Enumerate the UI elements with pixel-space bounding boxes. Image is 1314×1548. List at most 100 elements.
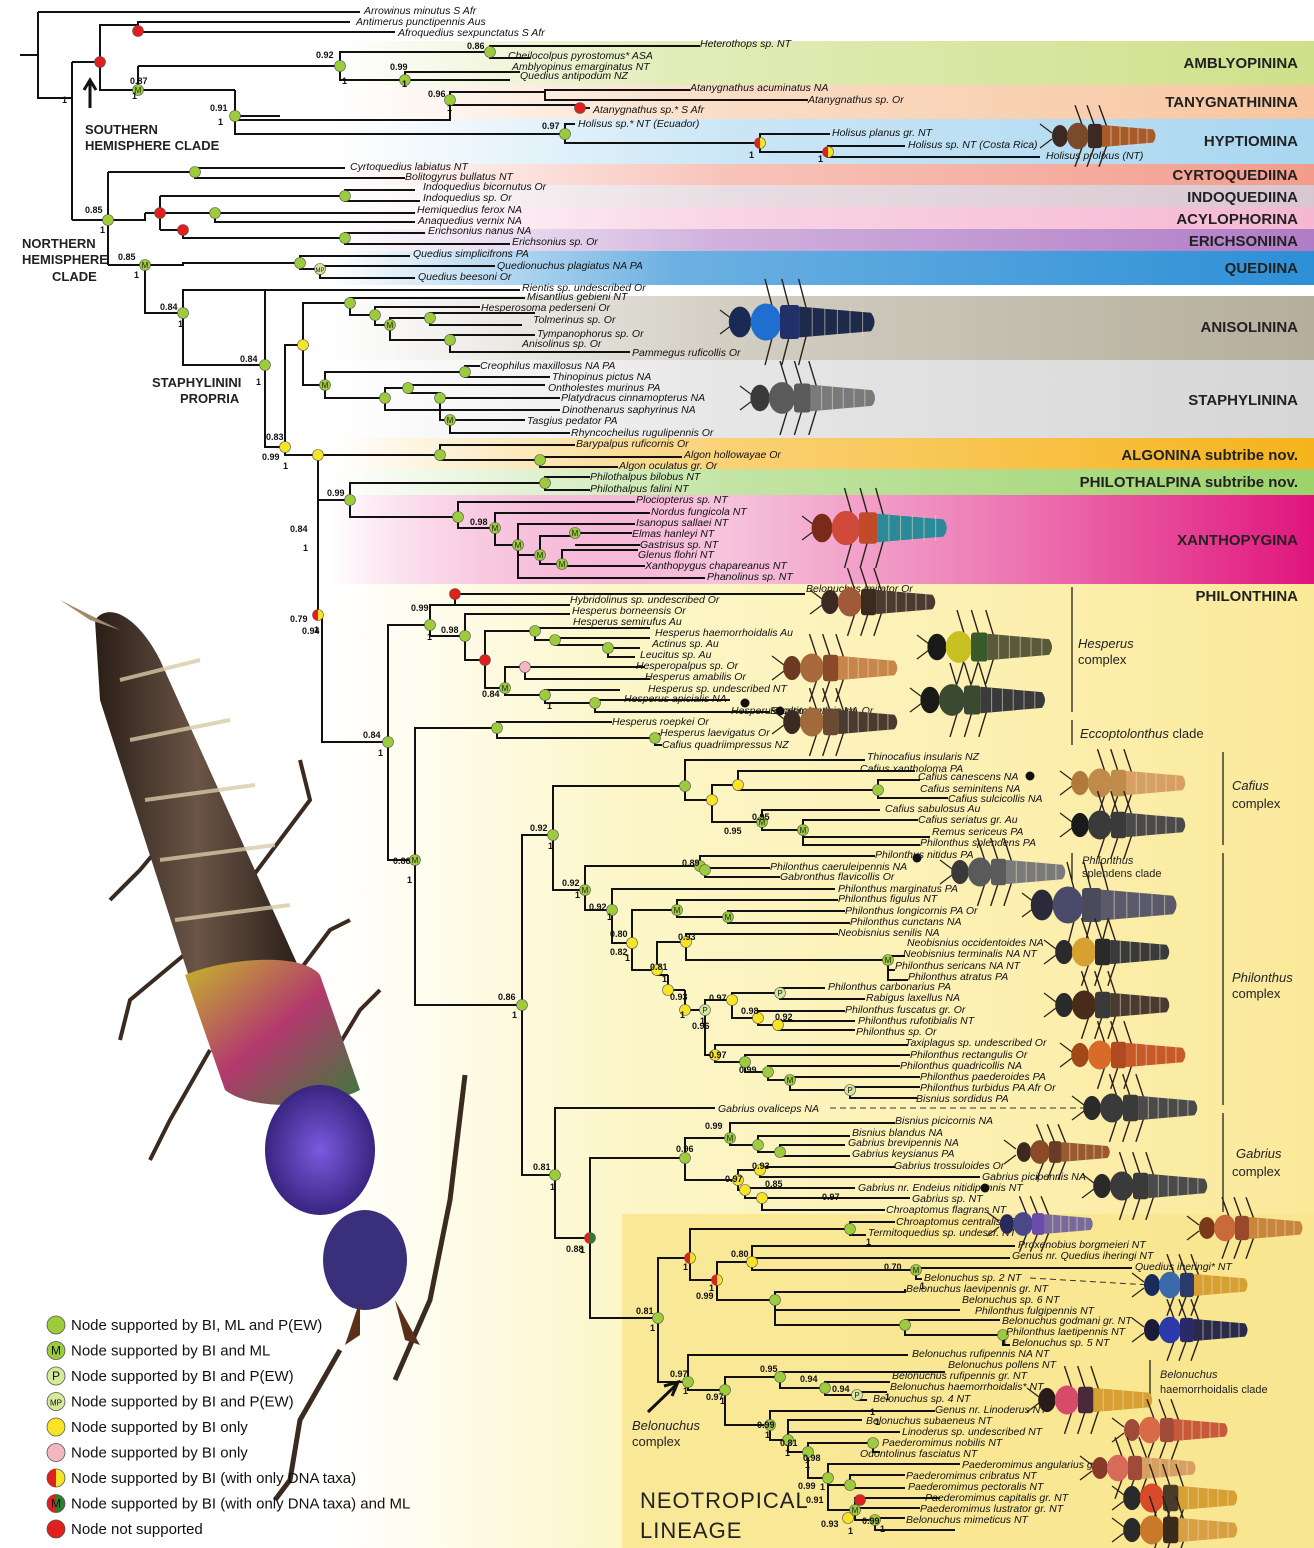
svg-text:P: P [702, 1006, 707, 1015]
support-node [550, 635, 561, 646]
dot-marker [1026, 772, 1035, 781]
legend-label: Node supported by BI and ML [71, 1343, 270, 1360]
support-node [845, 1224, 856, 1235]
support-value: 1 [683, 1386, 688, 1396]
support-node [753, 1140, 764, 1151]
support-value: 0.81 [636, 1306, 654, 1316]
label-quediina: QUEDIINA [1225, 260, 1299, 277]
support-value: 0.97 [709, 993, 727, 1003]
support-node [540, 690, 551, 701]
support-node [820, 1383, 831, 1394]
support-value: 0.91 [210, 103, 228, 113]
taxon-label: Philothalpus bilobus NT [590, 471, 702, 483]
support-value: 0.84 [363, 730, 381, 740]
support-node [460, 631, 471, 642]
support-value: 1 [662, 974, 667, 984]
support-node [517, 1000, 528, 1011]
support-node [298, 340, 309, 351]
taxon-label: Gabrius ovaliceps NA [718, 1103, 819, 1115]
taxon-label: Anisolinus sp. Or [521, 338, 602, 350]
support-node [210, 208, 221, 219]
support-node [425, 620, 436, 631]
support-value: 0.97 [822, 1192, 840, 1202]
support-value: 0.86 [393, 856, 411, 866]
support-node: M [140, 260, 151, 271]
support-node [540, 478, 551, 489]
support-node: M [557, 559, 568, 570]
support-value: 1 [378, 748, 383, 758]
svg-text:M: M [582, 886, 589, 895]
support-node [380, 393, 391, 404]
taxon-label: Quedius simplicifrons PA [413, 248, 529, 260]
label-indoquediina: INDOQUEDIINA [1187, 189, 1298, 206]
svg-text:MP: MP [316, 268, 325, 274]
taxon-label: Holisus prolixus (NT) [1046, 150, 1143, 162]
support-value: 0.92 [775, 1012, 793, 1022]
support-node: M [723, 912, 734, 923]
support-node: MP [315, 264, 326, 275]
support-node [340, 233, 351, 244]
support-value: 0.95 [752, 812, 770, 822]
taxon-label: Cafius quadriimpressus NZ [662, 739, 789, 751]
cafius-label-2: complex [1232, 796, 1281, 811]
support-value: 0.93 [752, 1161, 770, 1171]
taxon-label: Holisus sp. NT (Costa Rica) [908, 139, 1038, 151]
support-node [900, 1320, 911, 1331]
support-node [133, 26, 144, 37]
support-value: 0.81 [650, 962, 668, 972]
svg-text:M: M [559, 560, 566, 569]
support-value: 0.99 [390, 62, 408, 72]
support-value: 0.97 [725, 1174, 743, 1184]
dot-marker [913, 854, 922, 863]
support-node [345, 298, 356, 309]
taxon-label: Hesperus laevigatus Or [660, 727, 770, 739]
support-value: 0.98 [441, 625, 459, 635]
support-value: 0.81 [780, 1438, 798, 1448]
label-erichsoniina: ERICHSONIINA [1189, 233, 1298, 250]
support-value: 1 [870, 1407, 875, 1417]
taxon-label: Atanygnathus sp.* S Afr [592, 104, 705, 116]
support-node [103, 215, 114, 226]
psplendens-label-2: splendens clade [1082, 868, 1162, 880]
philonthus-label-1: Philonthus [1232, 970, 1293, 985]
support-node: M [490, 523, 501, 534]
support-value: 1 [575, 890, 580, 900]
support-node: P [700, 1005, 711, 1016]
taxon-label: Hesperosoma pederseni Or [481, 302, 610, 314]
support-node [280, 442, 291, 453]
support-value: 0.95 [760, 1364, 778, 1374]
support-node: M [580, 885, 591, 896]
support-node: M [500, 683, 511, 694]
neotropical-label-2: LINEAGE [640, 1518, 742, 1543]
support-value: 0.93 [678, 932, 696, 942]
svg-text:M: M [537, 551, 544, 560]
svg-text:M: M [674, 906, 681, 915]
support-node [680, 1153, 691, 1164]
support-value: 0.85 [118, 252, 136, 262]
support-value: 0.97 [670, 1369, 688, 1379]
svg-text:M: M [322, 381, 329, 390]
support-value: 1 [218, 117, 223, 127]
support-value: 0.92 [589, 902, 607, 912]
support-value: 0.80 [731, 1249, 749, 1259]
support-node [383, 737, 394, 748]
gabrius-label-1: Gabrius [1236, 1146, 1282, 1161]
support-value: 0.99 [262, 452, 280, 462]
support-value: 1 [607, 912, 612, 922]
support-value: 1 [1002, 1338, 1007, 1348]
legend-item: MPNode supported by BI and P(EW) [47, 1393, 294, 1411]
legend-label: Node supported by BI only [71, 1445, 248, 1462]
support-node [700, 865, 711, 876]
taxon-label: Gabronthus flavicollis Or [780, 871, 895, 883]
taxon-label: Cafius seriatus gr. Au [918, 814, 1018, 826]
legend-label: Node supported by BI only [71, 1419, 248, 1436]
support-value: 1 [818, 154, 823, 164]
taxon-label: Holisus sp.* NT (Ecuador) [578, 118, 699, 130]
label-acylophorina: ACYLOPHORINA [1176, 211, 1298, 228]
taxon-label: Termitoquedius sp. undescr. NT [868, 1227, 1018, 1239]
support-node [345, 495, 356, 506]
label-staphylinina: STAPHYLININA [1188, 392, 1298, 409]
northern-hemisphere-label-1: NORTHERN [22, 236, 96, 251]
support-node [550, 1170, 561, 1181]
support-node [868, 1438, 879, 1449]
